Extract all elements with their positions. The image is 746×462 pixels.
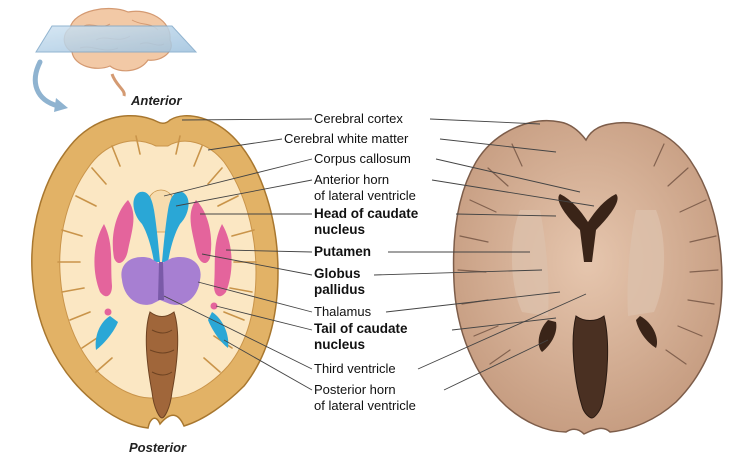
label-corpus-callosum: Corpus callosum — [314, 151, 411, 166]
brain-specimen-photo — [454, 121, 722, 434]
label-putamen: Putamen — [314, 244, 371, 259]
label-tail-caudate-line1: Tail of caudate — [314, 321, 408, 336]
label-thalamus: Thalamus — [314, 304, 371, 319]
label-posterior-horn-line1: Posterior horn — [314, 382, 396, 397]
label-tail-caudate-line2: nucleus — [314, 337, 365, 352]
cutting-plane — [36, 26, 196, 52]
label-cerebral-white-matter: Cerebral white matter — [284, 131, 408, 146]
label-anterior-horn-line2: of lateral ventricle — [314, 188, 416, 203]
label-head-caudate-line2: nucleus — [314, 222, 365, 237]
label-cerebral-cortex: Cerebral cortex — [314, 111, 403, 126]
label-globus-line1: Globus — [314, 266, 361, 281]
label-third-ventricle: Third ventricle — [314, 361, 396, 376]
illustrated-brain-section — [32, 116, 278, 428]
posterior-label: Posterior — [129, 440, 186, 455]
curved-arrow-icon — [35, 62, 58, 106]
anterior-label: Anterior — [131, 93, 182, 108]
label-posterior-horn-line2: of lateral ventricle — [314, 398, 416, 413]
label-globus-line2: pallidus — [314, 282, 365, 297]
third-ventricle-region — [158, 262, 164, 300]
label-anterior-horn-line1: Anterior horn — [314, 172, 389, 187]
label-head-caudate-line1: Head of caudate — [314, 206, 418, 221]
